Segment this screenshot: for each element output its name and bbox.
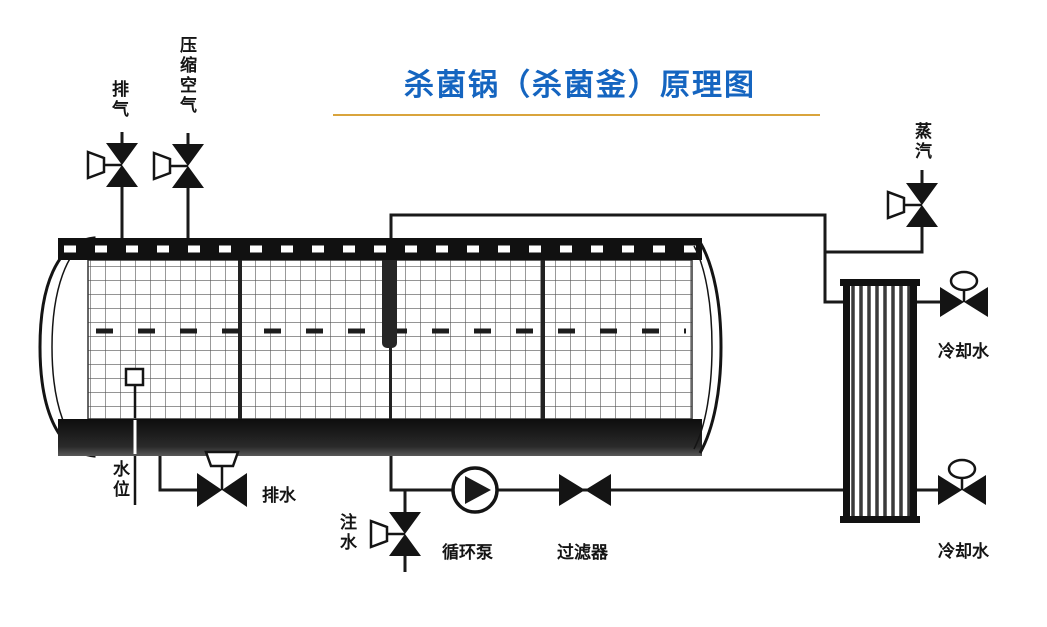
drain-pipe xyxy=(158,455,197,492)
label-water-inlet: 注水 xyxy=(337,513,356,553)
title-underline xyxy=(333,114,820,116)
cooling-water-valve-top-icon xyxy=(940,270,988,317)
compressed-air-valve-icon xyxy=(152,144,204,188)
vessel-right-head-inner-line xyxy=(693,245,713,450)
label-filter: 过滤器 xyxy=(557,543,608,562)
basket-divider-3 xyxy=(541,260,545,419)
filter-icon xyxy=(559,474,611,506)
label-exhaust: 排气 xyxy=(109,80,128,120)
label-compressed-air: 压缩空气 xyxy=(177,36,196,116)
basket-divider-1 xyxy=(238,260,242,419)
steam-valve-icon xyxy=(886,183,938,227)
pipe-network xyxy=(120,132,940,572)
circulation-bottom-pipe xyxy=(389,455,845,492)
label-drain: 排水 xyxy=(262,486,296,505)
heat-exchanger xyxy=(840,279,920,523)
vessel xyxy=(38,236,723,505)
steam-pipe xyxy=(825,170,924,254)
temperature-probe xyxy=(382,242,397,348)
vessel-bottom-shell xyxy=(58,419,702,456)
water-inlet-valve-icon xyxy=(369,512,421,556)
exhaust-valve-icon xyxy=(86,143,138,187)
label-water-level: 水位 xyxy=(110,460,129,500)
label-cooling-water-bottom: 冷却水 xyxy=(938,542,989,561)
label-cooling-water-top: 冷却水 xyxy=(938,342,989,361)
circulation-pump-icon xyxy=(451,466,499,514)
page-title: 杀菌锅（杀菌釜）原理图 xyxy=(404,69,756,102)
water-level-sensor xyxy=(124,367,145,505)
label-steam: 蒸汽 xyxy=(912,122,931,162)
vessel-right-head xyxy=(698,241,723,454)
cooling-water-valve-bottom-icon xyxy=(938,458,986,505)
drain-valve-icon xyxy=(197,450,247,507)
label-circulation-pump: 循环泵 xyxy=(442,543,493,562)
vessel-to-exchanger-top-pipe xyxy=(389,213,845,304)
